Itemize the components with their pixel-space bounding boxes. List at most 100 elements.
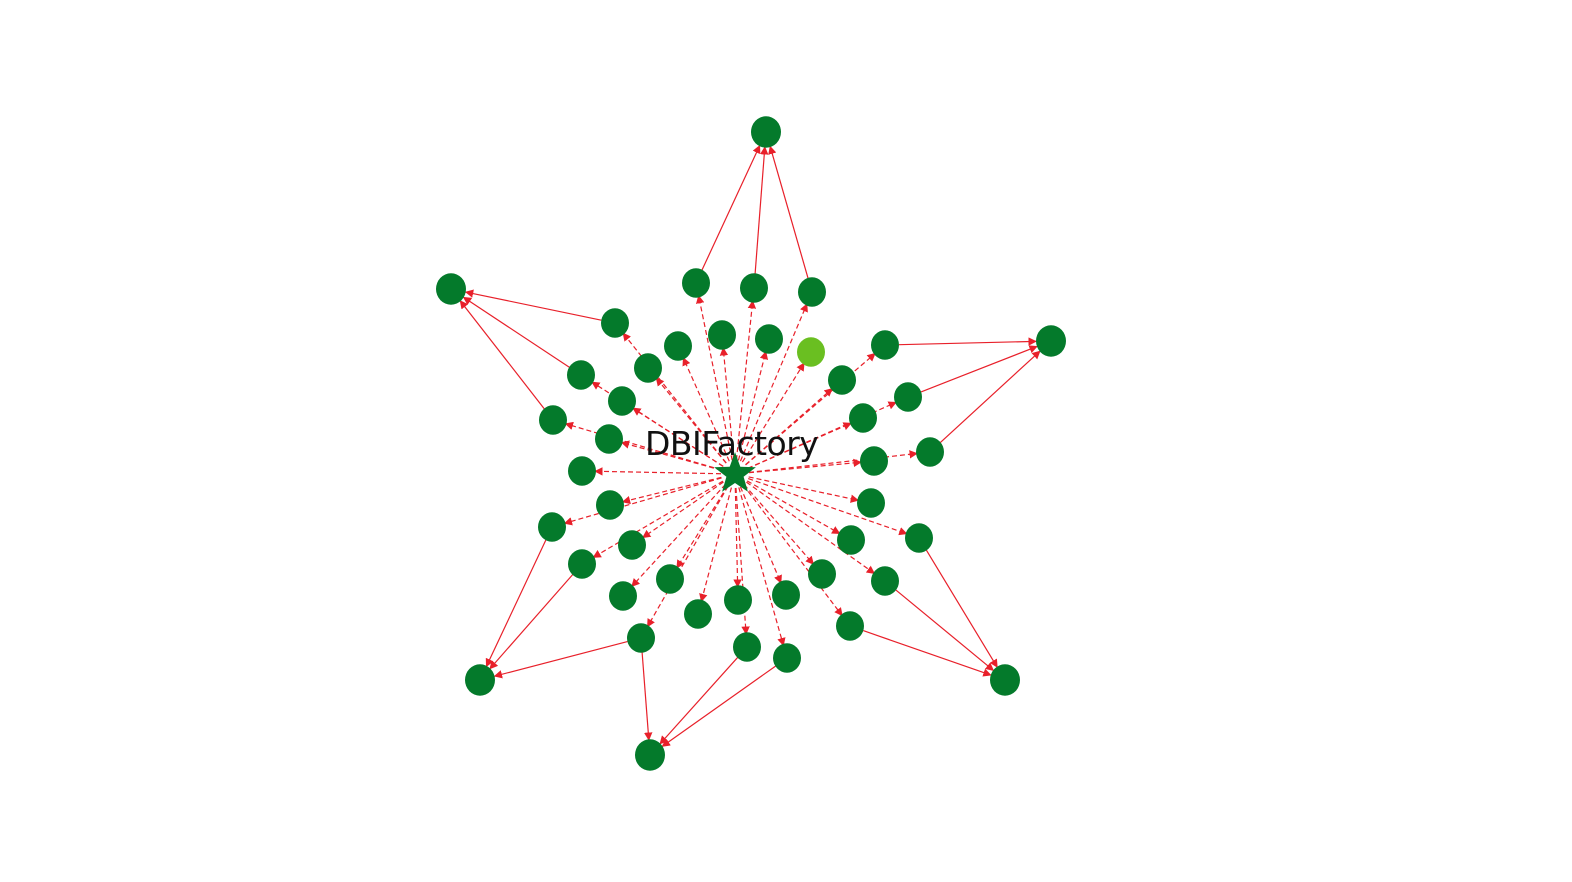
edge-node-to-hub <box>895 589 995 671</box>
edge-center-to-node <box>620 440 722 471</box>
graph-node[interactable] <box>773 643 801 673</box>
edge-center-to-node <box>747 401 897 469</box>
edge-center-to-node <box>739 303 808 462</box>
edge-center-to-node <box>719 347 735 461</box>
edge-center-to-node <box>676 485 729 569</box>
edge-node-to-hub <box>462 296 570 368</box>
edge-center-to-node <box>594 467 722 476</box>
graph-node[interactable] <box>664 331 692 361</box>
graph-node[interactable] <box>539 405 567 435</box>
edge-center-to-node <box>622 332 727 464</box>
edge-node-to-hub <box>701 144 761 271</box>
graph-node[interactable] <box>740 273 768 303</box>
graph-node[interactable] <box>905 523 933 553</box>
edge-center-to-node <box>646 485 729 628</box>
graph-node[interactable] <box>916 437 944 467</box>
edge-node-to-hub <box>754 146 769 275</box>
edge-center-to-node <box>748 476 860 503</box>
edge-node-to-hub <box>920 345 1038 393</box>
edge-center-to-node <box>564 421 722 471</box>
edge-center-to-node <box>695 294 733 461</box>
edge-node-to-hub <box>464 289 602 321</box>
edge-center-to-node <box>739 486 782 584</box>
edge-center-to-node <box>742 484 843 617</box>
center-star-node[interactable] <box>714 452 756 492</box>
edge-center-to-node <box>655 377 727 464</box>
graph-node[interactable] <box>608 386 636 416</box>
edge-node-to-hub <box>863 630 992 677</box>
hub-node[interactable] <box>751 116 781 148</box>
edge-center-to-node <box>743 484 815 565</box>
graph-node[interactable] <box>860 446 888 476</box>
edge-center-to-node <box>682 357 730 462</box>
graph-node[interactable] <box>568 456 596 486</box>
graph-node[interactable] <box>849 403 877 433</box>
edge-node-to-hub <box>898 337 1037 346</box>
hub-node[interactable] <box>990 664 1020 696</box>
edge-node-to-hub <box>485 539 547 668</box>
graph-node[interactable] <box>596 490 624 520</box>
graph-node[interactable] <box>871 330 899 360</box>
edge-center-to-node <box>563 477 722 526</box>
hub-node[interactable] <box>635 739 665 771</box>
edge-center-to-node <box>746 481 876 574</box>
hub-node[interactable] <box>436 273 466 305</box>
graph-node[interactable] <box>733 632 761 662</box>
edge-node-to-hub <box>641 651 653 741</box>
edge-center-to-node <box>632 407 724 467</box>
edge-center-to-node <box>738 487 786 647</box>
edge-node-to-hub <box>768 145 809 279</box>
graph-node[interactable] <box>708 320 736 350</box>
graph-node[interactable] <box>627 623 655 653</box>
edge-node-to-hub <box>489 574 574 670</box>
edge-node-to-hub <box>459 300 545 410</box>
edge-node-to-hub <box>659 657 739 745</box>
graph-node[interactable] <box>568 549 596 579</box>
graph-node[interactable] <box>837 525 865 555</box>
edge-center-to-node <box>748 478 908 536</box>
edge-center-to-node <box>699 487 733 603</box>
graph-node[interactable] <box>634 353 662 383</box>
edge-node-to-hub <box>925 549 998 668</box>
graph-node[interactable] <box>772 580 800 610</box>
edge-center-to-node <box>748 458 862 474</box>
graph-node[interactable] <box>567 360 595 390</box>
edge-center-to-node <box>631 483 726 588</box>
graph-node[interactable] <box>894 382 922 412</box>
edge-node-to-hub <box>493 640 628 679</box>
edge-node-to-hub <box>939 350 1041 443</box>
edge-center-to-node <box>733 487 742 588</box>
graph-node[interactable] <box>808 559 836 589</box>
edge-center-to-node <box>642 481 724 539</box>
graph-node[interactable] <box>857 488 885 518</box>
graph-node[interactable] <box>828 365 856 395</box>
graph-node[interactable] <box>755 324 783 354</box>
graph-node[interactable] <box>682 268 710 298</box>
edge-center-to-node <box>746 480 841 535</box>
graph-node[interactable] <box>609 581 637 611</box>
edge-center-to-node <box>741 362 805 463</box>
graph-node[interactable] <box>684 599 712 629</box>
graph-node[interactable] <box>836 611 864 641</box>
edge-center-to-node <box>735 300 757 461</box>
nodes-group <box>436 116 1066 771</box>
graph-node[interactable] <box>538 512 566 542</box>
hub-node[interactable] <box>465 664 495 696</box>
graph-node[interactable] <box>618 530 646 560</box>
highlighted-node[interactable] <box>797 337 825 367</box>
edge-center-to-node <box>621 476 722 505</box>
edge-center-to-node <box>737 350 769 461</box>
graph-node[interactable] <box>798 277 826 307</box>
graph-node[interactable] <box>601 308 629 338</box>
edge-center-to-node <box>745 352 876 466</box>
hub-node[interactable] <box>1036 325 1066 357</box>
graph-node[interactable] <box>724 585 752 615</box>
edge-center-to-node <box>592 480 724 558</box>
edge-node-to-hub <box>661 665 776 747</box>
graph-node[interactable] <box>871 566 899 596</box>
edges-group <box>459 144 1041 747</box>
graph-node[interactable] <box>656 564 684 594</box>
graph-node[interactable] <box>595 424 623 454</box>
edge-center-to-node <box>748 450 918 474</box>
